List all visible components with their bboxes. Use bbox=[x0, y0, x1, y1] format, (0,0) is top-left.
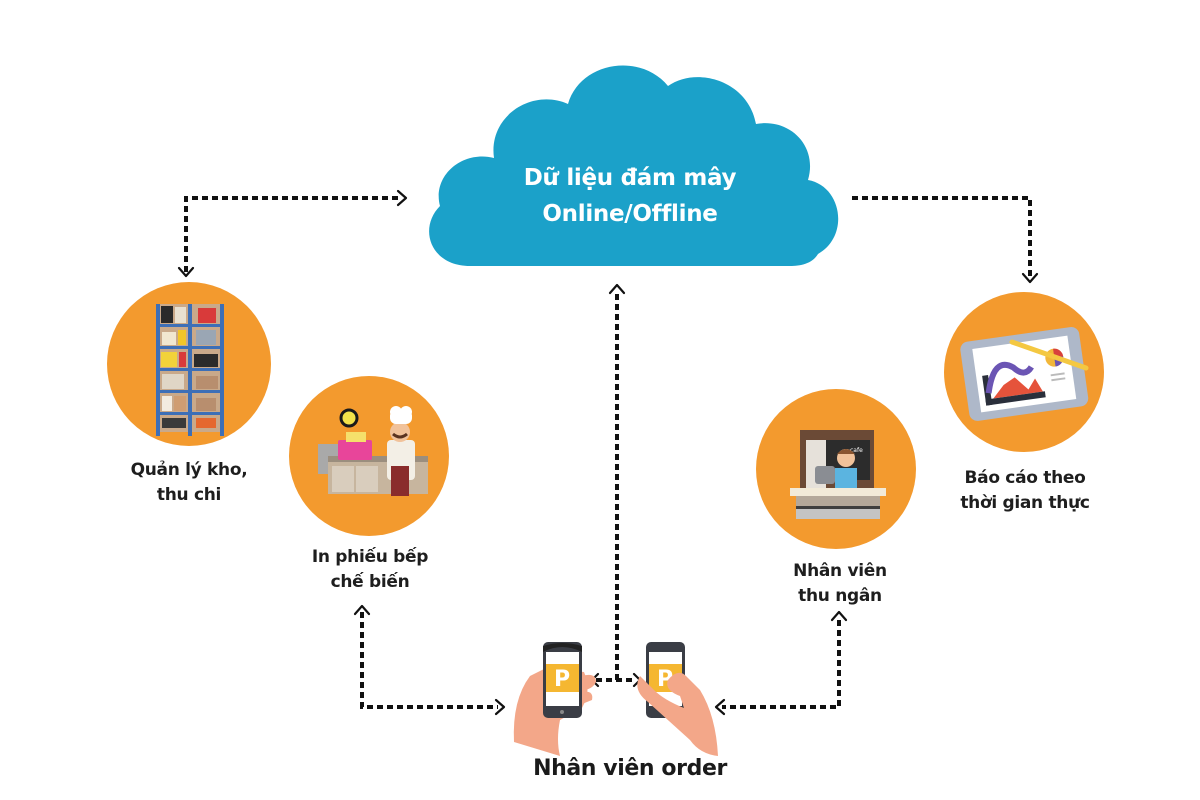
cashier-icon: cafe bbox=[790, 430, 886, 519]
node-report bbox=[944, 292, 1104, 452]
node-warehouse-label-line1: Quản lý kho, bbox=[130, 460, 248, 480]
connectors bbox=[184, 196, 1032, 709]
node-cashier: cafe bbox=[756, 389, 916, 549]
app-logo-left: P bbox=[554, 667, 570, 692]
cloud-label: Dữ liệu đám mây Online/Offline bbox=[440, 160, 820, 232]
bookshelf-icon bbox=[156, 304, 224, 436]
connector-cloud-report bbox=[852, 196, 1032, 278]
arrowhead-up-icon bbox=[608, 283, 626, 295]
order-label: Nhân viên order bbox=[533, 756, 727, 781]
arrowhead-down-icon bbox=[1021, 272, 1039, 284]
arrowhead-up-icon bbox=[353, 604, 371, 616]
arrowhead-up-icon bbox=[830, 610, 848, 622]
node-cashier-label-line1: Nhân viên bbox=[793, 561, 887, 581]
node-kitchen-label-line1: In phiếu bếp bbox=[311, 547, 429, 567]
cloud-label-line1: Dữ liệu đám mây bbox=[523, 165, 737, 191]
arrowhead-down-icon bbox=[177, 266, 195, 278]
order-phones: P P bbox=[513, 642, 718, 756]
node-warehouse bbox=[107, 282, 271, 446]
node-report-label: Báo cáo theo thời gian thực bbox=[920, 466, 1130, 516]
node-warehouse-label: Quản lý kho, thu chi bbox=[94, 458, 284, 508]
arrowhead-right-icon bbox=[396, 189, 408, 207]
connector-kitchen-order bbox=[360, 612, 498, 709]
arrowhead-right-icon bbox=[494, 698, 506, 716]
chef-printer-icon bbox=[318, 406, 428, 496]
node-kitchen bbox=[289, 376, 449, 536]
node-report-label-line1: Báo cáo theo bbox=[964, 468, 1086, 488]
node-cashier-label: Nhân viên thu ngân bbox=[740, 559, 940, 609]
tablet-report-icon bbox=[960, 327, 1089, 421]
node-cashier-label-line2: thu ngân bbox=[798, 586, 882, 606]
node-warehouse-label-line2: thu chi bbox=[156, 485, 222, 505]
cloud-icon bbox=[429, 65, 839, 266]
smartphone-app-icon: P bbox=[543, 642, 582, 718]
node-report-label-line2: thời gian thực bbox=[960, 493, 1090, 513]
cloud-label-line2: Online/Offline bbox=[542, 201, 718, 227]
node-kitchen-label-line2: chế biến bbox=[330, 572, 410, 592]
arrowhead-left-icon bbox=[714, 698, 726, 716]
node-kitchen-label: In phiếu bếp chế biến bbox=[270, 545, 470, 595]
hand-right-icon bbox=[637, 672, 718, 756]
connector-cloud-warehouse bbox=[184, 196, 400, 272]
svg-text:cafe: cafe bbox=[850, 447, 863, 454]
connector-cashier-order bbox=[722, 620, 841, 709]
